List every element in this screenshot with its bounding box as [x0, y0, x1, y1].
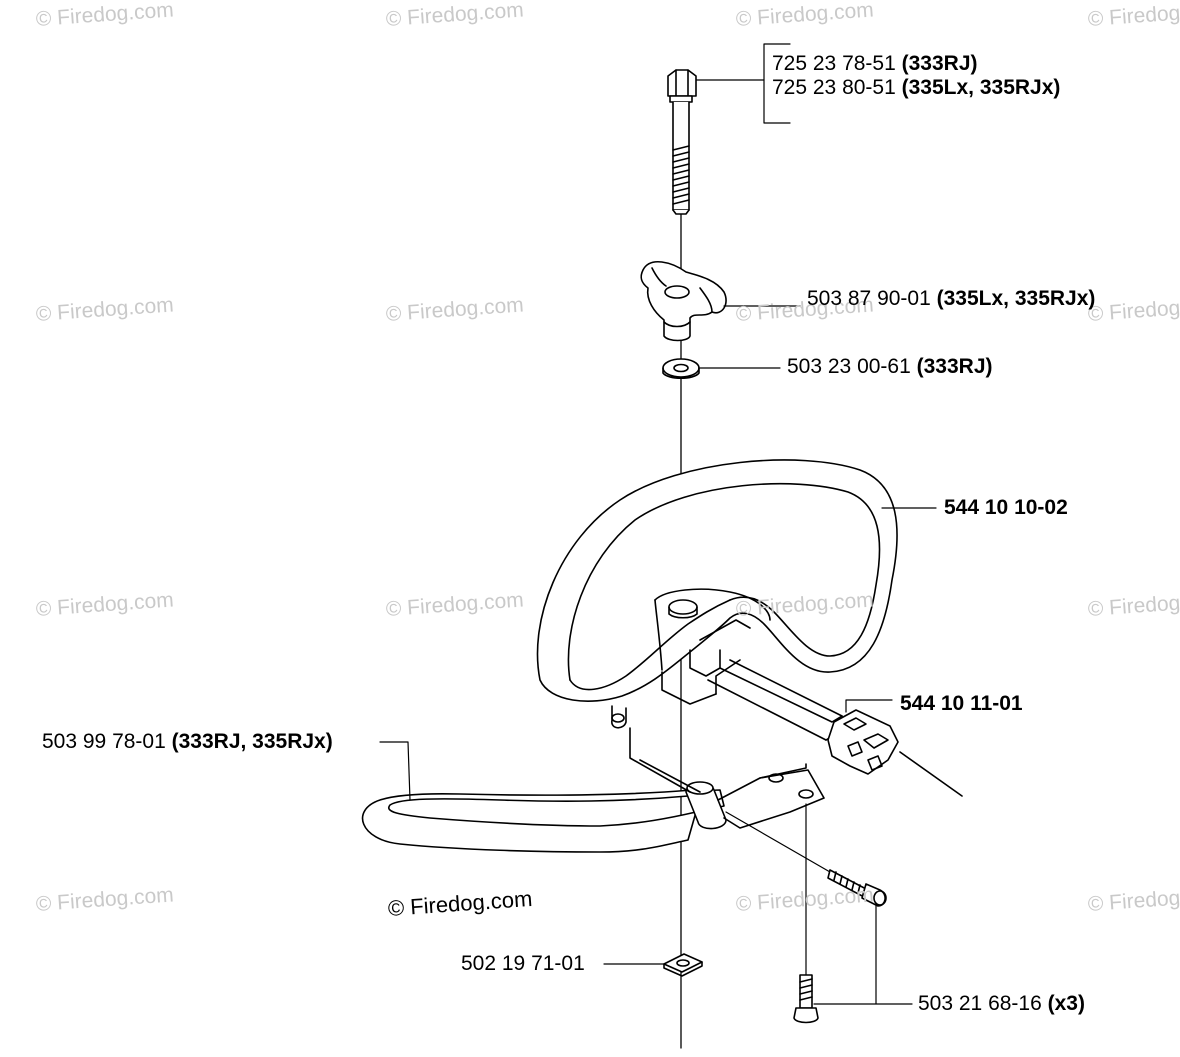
part-number: 502 19 71-01	[461, 952, 585, 975]
part-label-bolt-333rj: 725 23 78-51 (333RJ)	[772, 52, 978, 76]
part-number: 503 87 90-01	[807, 287, 931, 310]
bracket-drawing	[707, 659, 963, 797]
square-nut-drawing	[663, 953, 703, 977]
part-number: 503 99 78-01	[42, 730, 166, 753]
part-number: 544 10 10-02	[944, 496, 1068, 519]
loop-handle-drawing	[536, 459, 898, 705]
model-applicability: (333RJ)	[916, 355, 993, 378]
part-number: 503 23 00-61	[787, 355, 911, 378]
model-applicability: (335Lx, 335RJx)	[901, 76, 1061, 99]
part-label-screws: 503 21 68-16 (x3)	[918, 992, 1085, 1016]
bolt-drawing	[667, 69, 697, 215]
quantity: (x3)	[1047, 992, 1085, 1015]
part-label-square-nut: 502 19 71-01	[461, 952, 585, 976]
angled-screw-drawing	[725, 811, 887, 907]
part-label-wing-knob: 503 87 90-01 (335Lx, 335RJx)	[807, 287, 1095, 311]
part-number: 725 23 80-51	[772, 76, 896, 99]
part-number: 544 10 11-01	[900, 692, 1023, 715]
part-label-washer: 503 23 00-61 (333RJ)	[787, 355, 993, 379]
bar-guard-drawing	[361, 705, 825, 853]
model-applicability: (333RJ)	[901, 52, 978, 75]
part-label-bracket: 544 10 11-01	[900, 692, 1023, 716]
part-label-loop-handle: 544 10 10-02	[944, 496, 1068, 520]
vertical-screw-drawing	[793, 803, 819, 1024]
part-number: 725 23 78-51	[772, 52, 896, 75]
wing-knob-drawing	[640, 261, 727, 342]
part-number: 503 21 68-16	[918, 992, 1042, 1015]
part-label-bar-guard: 503 99 78-01 (333RJ, 335RJx)	[42, 730, 333, 754]
model-applicability: (333RJ, 335RJx)	[171, 730, 333, 753]
washer-drawing	[662, 358, 700, 380]
part-label-bolt-335: 725 23 80-51 (335Lx, 335RJx)	[772, 76, 1060, 100]
model-applicability: (335Lx, 335RJx)	[936, 287, 1096, 310]
leader-lines	[379, 43, 937, 1005]
